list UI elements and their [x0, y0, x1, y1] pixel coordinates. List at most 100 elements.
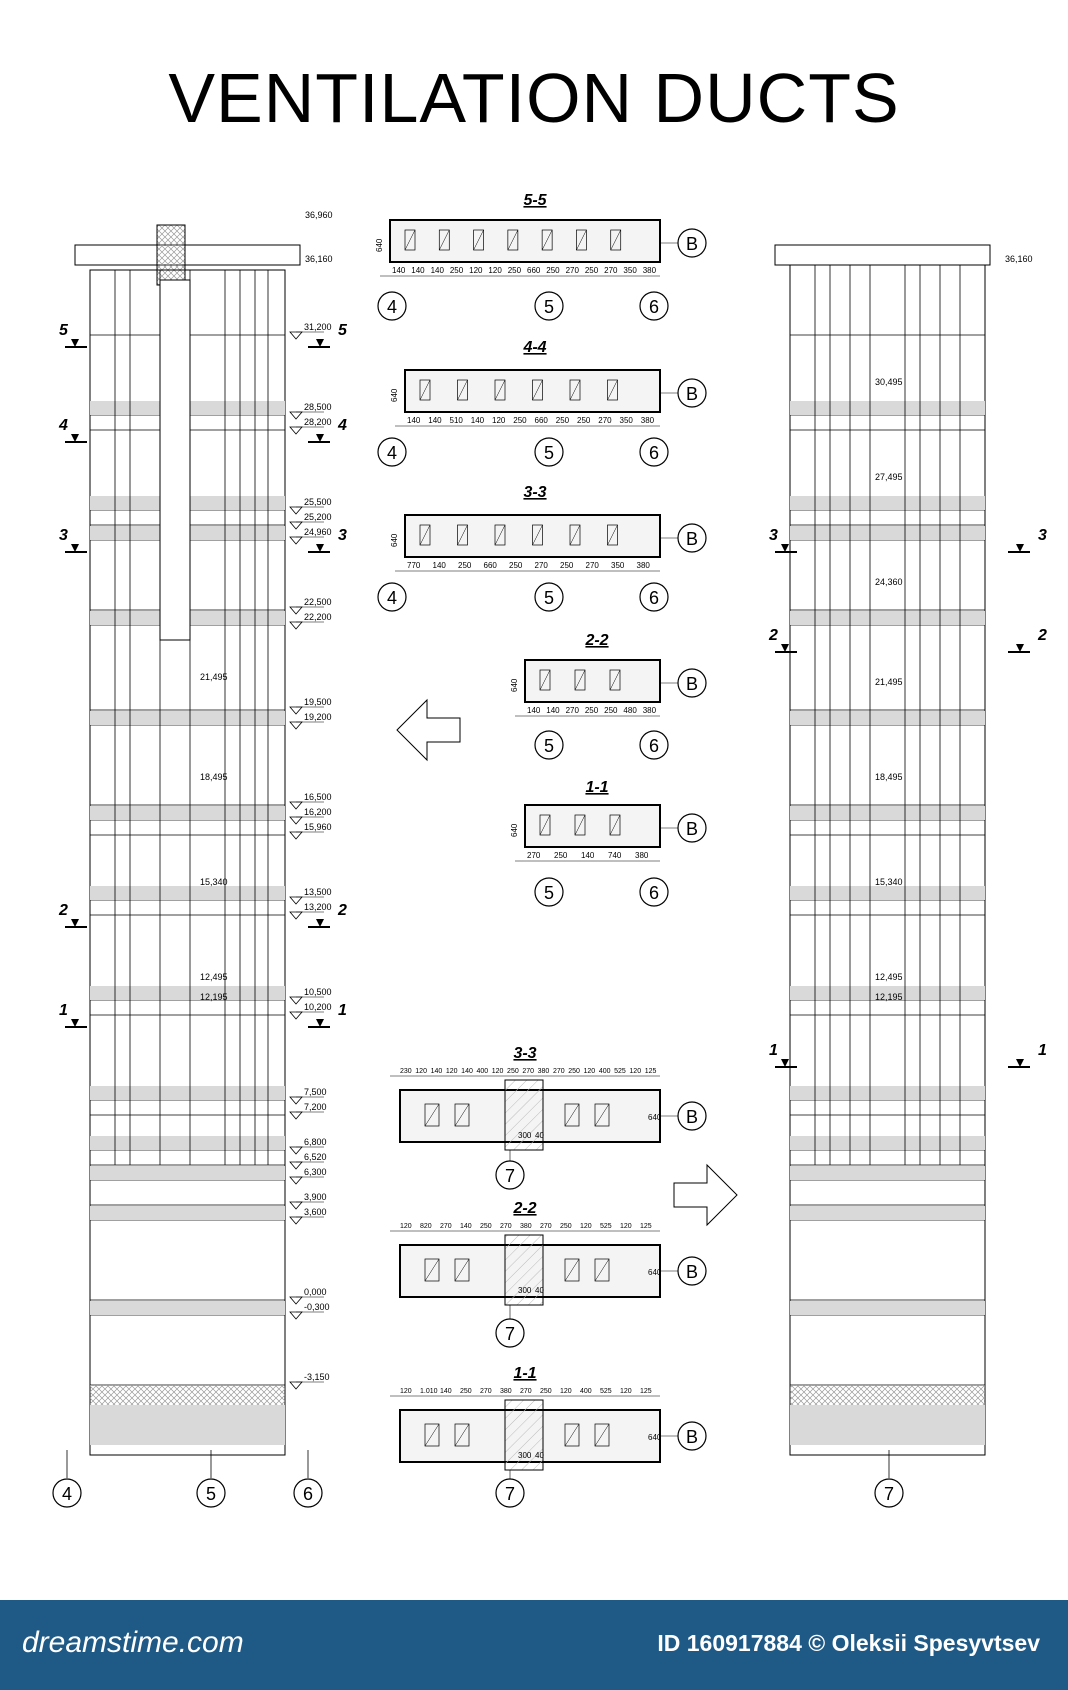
section-wall: [389, 219, 661, 263]
axis-label: B: [686, 1427, 698, 1447]
duct-opening: [574, 814, 586, 836]
duct-diagonal: [594, 1258, 610, 1282]
duct-opening: [424, 1258, 440, 1282]
duct-diagonal: [610, 229, 621, 251]
dimension-value: 140: [407, 416, 421, 425]
dimension-value: 140: [433, 561, 447, 570]
dimension-height: 640: [648, 1113, 662, 1122]
dimension-sub: 300: [518, 1131, 532, 1140]
dimension-value: 480: [623, 706, 637, 715]
section-arrow: [781, 1059, 789, 1067]
section-cut-label: 2: [58, 902, 68, 919]
section-title: 4-4: [522, 339, 546, 356]
dimension-value: 120: [620, 1223, 632, 1230]
dimension-sub2: 40: [535, 1451, 544, 1460]
section-cut-label: 4: [337, 417, 347, 434]
duct-diagonal: [424, 1258, 440, 1282]
level-top: 36,160: [1005, 254, 1033, 264]
building-outline: [789, 264, 986, 1456]
duct-diagonal: [569, 524, 581, 546]
duct-opening: [457, 524, 468, 546]
duct-opening: [438, 229, 450, 251]
duct-diagonal: [594, 1103, 610, 1127]
duct-opening: [594, 1258, 610, 1282]
dimension-value: 120: [580, 1223, 592, 1230]
arrow-right-icon: [673, 1163, 738, 1227]
dimension-value: 120: [620, 1388, 632, 1395]
dimension-value: 140: [392, 266, 406, 275]
duct-diagonal: [404, 229, 416, 251]
footer-bar: dreamstime.com ID 160917884 © Oleksii Sp…: [0, 1600, 1068, 1690]
section-cut-label: 3: [338, 527, 347, 544]
central-column: [504, 1079, 544, 1151]
axis-marker: [377, 582, 407, 612]
level-label: 13,500: [304, 887, 332, 897]
duct-opening: [494, 524, 506, 546]
axis-label: 5: [544, 588, 554, 608]
floor-slab: [90, 986, 285, 1000]
floor-slab: [90, 1206, 285, 1220]
dimension-value: 250: [509, 561, 523, 570]
section-title: 1-1: [513, 1365, 536, 1382]
axis-label: 6: [649, 588, 659, 608]
duct-opening: [607, 524, 618, 546]
dimension-value: 250: [507, 1068, 519, 1075]
dimension-value: 1.010: [420, 1388, 438, 1395]
credit-text: ID 160917884 © Oleksii Spesyvtsev: [657, 1630, 1040, 1656]
dimension-value: 350: [620, 416, 634, 425]
dimension-value: 125: [640, 1223, 652, 1230]
duct-diagonal: [439, 229, 450, 251]
axis-label: 7: [505, 1484, 515, 1504]
inner-level-label: 21,495: [200, 672, 228, 682]
axis-label: B: [686, 384, 698, 404]
dimension-value: 120: [488, 266, 502, 275]
axis-label: 4: [62, 1484, 72, 1504]
level-label: 7,500: [304, 1087, 327, 1097]
dimension-value: 525: [600, 1223, 612, 1230]
axis-marker: [639, 291, 669, 321]
dimension-value: 140: [546, 706, 560, 715]
section-cut-label: 1: [338, 1002, 347, 1019]
section-arrow: [781, 644, 789, 652]
floor-slab: [90, 886, 285, 900]
floor-slab: [790, 986, 985, 1000]
level-marker: [289, 331, 303, 340]
axis-label: 6: [649, 736, 659, 756]
floor-slab: [790, 401, 985, 415]
inner-level-label: 12,195: [200, 992, 228, 1002]
duct-diagonal: [532, 379, 543, 401]
duct-opening: [507, 229, 519, 251]
level-marker: [289, 816, 303, 825]
dimension-value: 660: [527, 266, 541, 275]
level-label: 31,200: [304, 322, 332, 332]
dimension-sub: 300: [518, 1451, 532, 1460]
duct-opening: [454, 1103, 470, 1127]
duct-opening: [419, 379, 431, 401]
duct-opening: [404, 229, 416, 251]
dimension-value: 250: [585, 266, 599, 275]
dimension-value: 120: [492, 416, 506, 425]
duct-opening: [494, 379, 506, 401]
floor-slab: [790, 1206, 985, 1220]
dimension-value: 660: [484, 561, 498, 570]
level-label: -0,300: [304, 1302, 330, 1312]
level-marker: [289, 996, 303, 1005]
level-label: 3,600: [304, 1207, 327, 1217]
dimension-value: 250: [556, 416, 570, 425]
section-arrow: [316, 434, 324, 442]
dimension-value: 270: [520, 1388, 532, 1395]
parapet: [74, 244, 301, 266]
axis-label: 6: [649, 297, 659, 317]
level-marker: [289, 1381, 303, 1390]
duct-opening: [424, 1103, 440, 1127]
dimension-value: 350: [623, 266, 637, 275]
section-wall: [524, 659, 661, 703]
section-cut-label: 3: [59, 527, 68, 544]
dimension-value: 250: [480, 1223, 492, 1230]
level-marker: [289, 1296, 303, 1305]
dimension-value: 660: [535, 416, 549, 425]
dimension-value: 250: [460, 1388, 472, 1395]
duct-opening: [564, 1423, 580, 1447]
duct-opening: [473, 229, 484, 251]
